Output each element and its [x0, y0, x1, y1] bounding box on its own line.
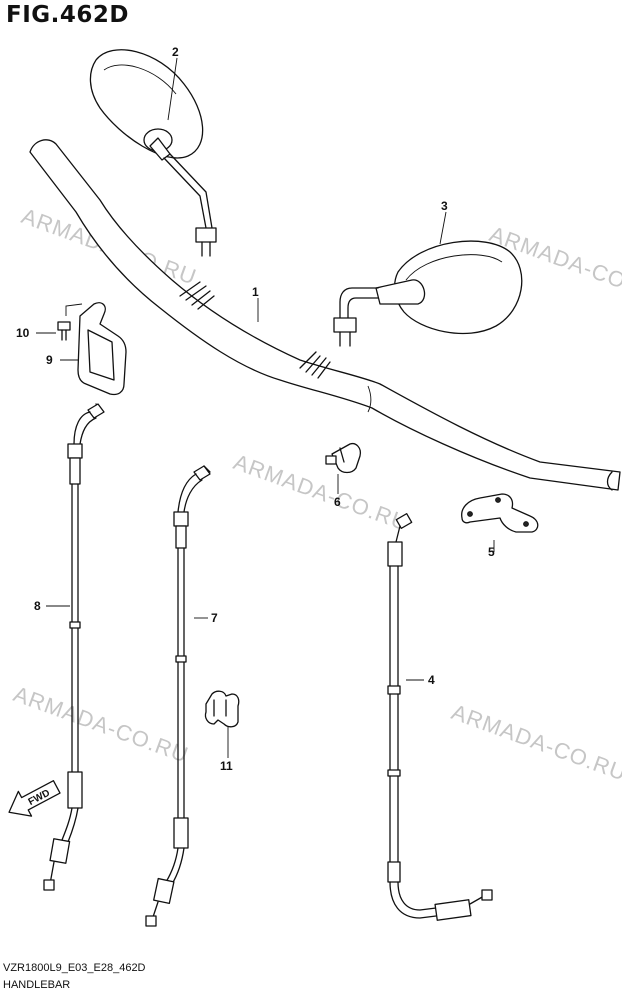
callout-1: 1	[252, 285, 259, 299]
throttle-cable-no1	[43, 403, 105, 891]
holder-plate	[65, 302, 127, 396]
bracket	[461, 493, 539, 533]
throttle-cable-no2	[145, 465, 211, 927]
handlebar	[29, 139, 621, 491]
mirror-right	[333, 240, 523, 347]
watermark-4: ARMADA-CO.RU	[10, 681, 192, 768]
watermark-5: ARMADA-CO.RU	[448, 699, 622, 786]
watermark-3: ARMADA-CO.RU	[230, 449, 412, 536]
watermark-group: ARMADA-CO.RU ARMADA-CO.RU ARMADA-CO.RU A…	[10, 203, 622, 786]
callout-9: 9	[46, 353, 53, 367]
leader-lines	[36, 57, 495, 758]
callout-6: 6	[334, 495, 341, 509]
section-name: HANDLEBAR	[3, 979, 71, 991]
callout-4: 4	[428, 673, 435, 687]
callout-11: 11	[220, 759, 233, 773]
callout-8: 8	[34, 599, 41, 613]
clamp	[325, 442, 362, 474]
forward-direction-arrow[interactable]: FWD	[2, 774, 63, 824]
model-code: VZR1800L9_E03_E28_462D	[3, 962, 146, 974]
callout-2: 2	[172, 45, 179, 59]
figure-title: FIG.462D	[6, 2, 129, 28]
callout-10: 10	[16, 326, 30, 340]
cable-clip	[204, 690, 240, 728]
callout-3: 3	[441, 199, 448, 213]
callout-7: 7	[211, 611, 218, 625]
callout-labels: 1 2 3 4 5 6 7 8 9 10 11	[16, 45, 495, 773]
fwd-label: FWD	[27, 788, 52, 808]
clutch-cable	[387, 513, 493, 921]
callout-5: 5	[488, 545, 495, 559]
bolt	[57, 321, 71, 341]
